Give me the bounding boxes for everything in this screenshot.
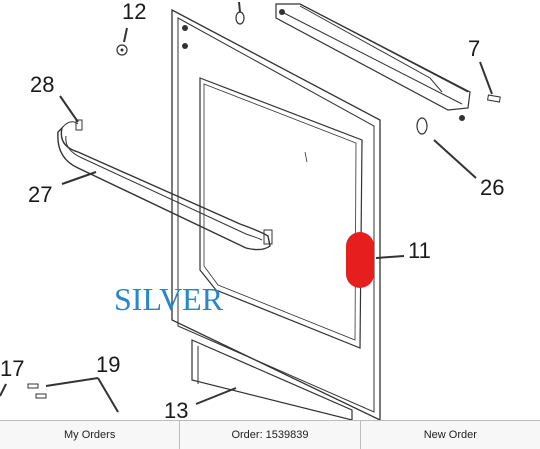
hinge-rail [275,3,471,121]
part-label-11: 11 [408,238,431,263]
part-13-glass [191,339,353,420]
order-number-button[interactable]: Order: 1539839 [180,421,361,449]
top-screw [235,1,245,25]
highlight-marker [346,232,374,288]
part-label-19: 19 [96,352,120,377]
bottom-nav-bar: My Orders Order: 1539839 New Order [0,420,540,449]
part-19-screws [27,377,119,413]
part-7-screw [479,61,501,103]
door-window [199,77,363,349]
part-label-26: 26 [480,175,504,200]
part-label-27: 27 [28,182,52,207]
part-label-17: 17 [0,356,24,381]
part-27-handle [57,121,273,251]
part-label-7: 7 [468,36,480,61]
part-label-13: 13 [164,398,188,420]
new-order-button[interactable]: New Order [360,421,540,449]
part-12-washer [116,27,128,56]
part-28-leader [59,95,83,131]
part-26-washer [416,117,477,179]
part-label-12: 12 [122,0,146,24]
finish-color-label: SILVER [114,281,224,317]
door-panel [171,8,381,420]
part-17-screw [0,383,7,397]
my-orders-button[interactable]: My Orders [0,421,181,449]
parts-diagram: 12 7 26 28 27 11 SILVER 17 [0,0,504,420]
part-label-28: 28 [30,72,54,97]
